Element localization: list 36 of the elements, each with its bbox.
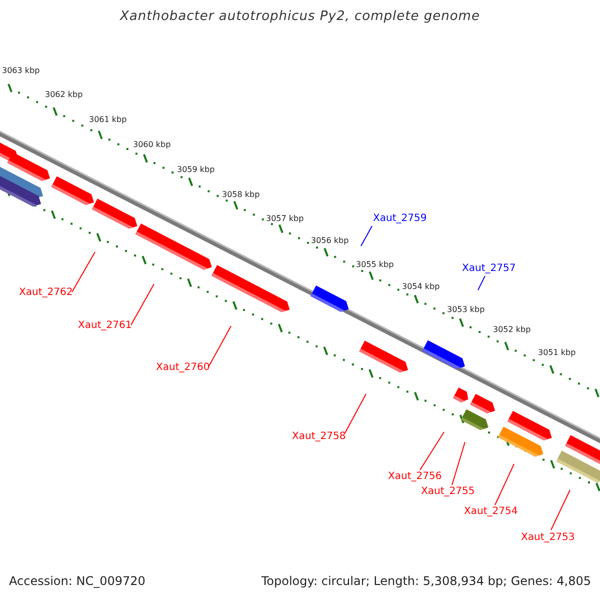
gene-label: Xaut_2755 bbox=[421, 486, 475, 498]
scale-label: 3057 kbp bbox=[266, 214, 304, 224]
leader-line bbox=[420, 432, 444, 470]
scale-label: 3059 kbp bbox=[177, 165, 215, 174]
scale-label: 3053 kbp bbox=[447, 305, 485, 314]
leader-line bbox=[360, 226, 372, 246]
leader-line bbox=[130, 284, 154, 326]
scale-label: 3062 kbp bbox=[45, 90, 83, 100]
leader-line bbox=[344, 394, 366, 434]
scale-label: 3055 kbp bbox=[356, 260, 394, 270]
gene-label: Xaut_2759 bbox=[373, 213, 427, 224]
gene-label: Xaut_2756 bbox=[388, 471, 442, 482]
leader-line bbox=[208, 326, 232, 366]
scale-label: 3054 kbp bbox=[402, 282, 440, 292]
gene-label: Xaut_2760 bbox=[156, 362, 210, 374]
leader-line bbox=[550, 490, 570, 530]
scale-label: 3061 kbp bbox=[89, 115, 127, 124]
gene-label: Xaut_2761 bbox=[78, 320, 132, 332]
scale-label: 3056 kbp bbox=[311, 236, 349, 246]
scale-label: 3060 kbp bbox=[133, 140, 171, 150]
genome-summary: Topology: circular; Length: 5,308,934 bp; Genes: 4,805 bbox=[261, 575, 591, 589]
leader-line bbox=[478, 276, 486, 290]
gene-label: Xaut_2758 bbox=[292, 431, 346, 442]
scale-label: 3058 kbp bbox=[222, 190, 260, 200]
leader-line bbox=[494, 464, 514, 506]
gene-label: Xaut_2757 bbox=[462, 263, 516, 274]
scale-label: 3051 kbp bbox=[538, 348, 576, 358]
scale-label: 3052 kbp bbox=[493, 325, 531, 334]
leader-line bbox=[452, 442, 466, 486]
accession-text: Accession: NC_009720 bbox=[9, 575, 146, 589]
gene-label: Xaut_2753 bbox=[521, 532, 575, 544]
gene-label: Xaut_2754 bbox=[464, 506, 518, 518]
scale-label: 3063 kbp bbox=[2, 66, 40, 76]
leader-line bbox=[72, 252, 96, 292]
genome-title: Xanthobacter autotrophicus Py2, complete genome bbox=[118, 10, 481, 25]
gene-label: Xaut_2762 bbox=[19, 287, 73, 298]
